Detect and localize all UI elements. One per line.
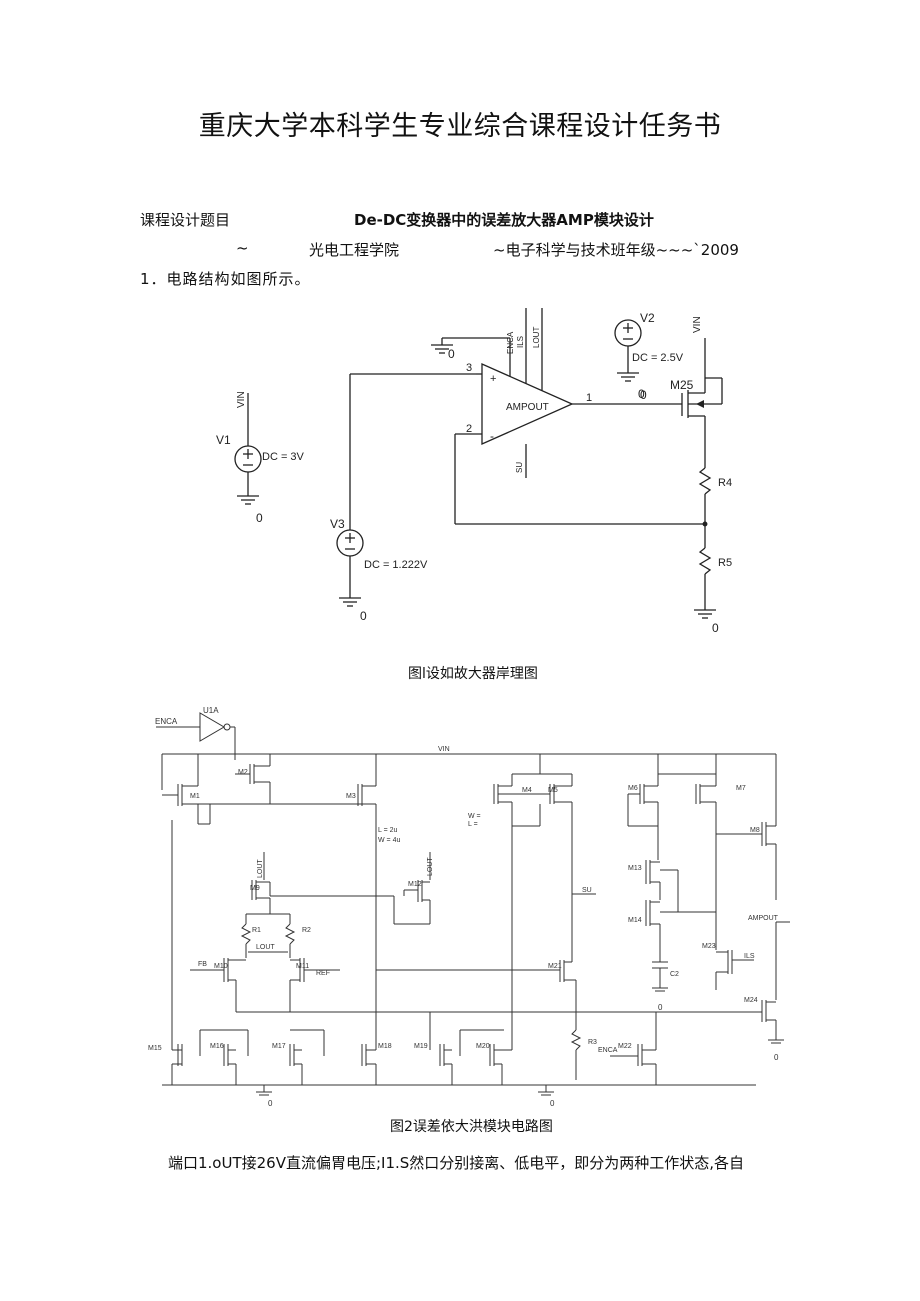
m14-label: M14	[628, 917, 642, 924]
m8-label: M8	[750, 827, 760, 834]
v1-value: DC = 3V	[262, 451, 305, 463]
r5-label: R5	[718, 557, 732, 569]
m4-label: M4	[522, 787, 532, 794]
mid-section: LOUT M9 R1 R2 LOUT FB M10 REF M11 LOUT	[190, 826, 790, 1080]
ground-right-label: 0	[550, 1099, 555, 1108]
amp-pin-lout: LOUT	[532, 327, 541, 348]
ref-label: REF	[316, 970, 330, 977]
r2-label: R2	[302, 927, 311, 934]
m3-label: M3	[346, 793, 356, 800]
v1-source: VIN V1 DC = 3V 0	[216, 391, 305, 525]
u1a-label: U1A	[203, 706, 219, 715]
m19-label: M19	[414, 1043, 428, 1050]
enca-bottom-label: ENCA	[598, 1047, 618, 1054]
v1-vin-label: VIN	[236, 391, 247, 408]
amp-pin-su: SU	[515, 462, 524, 473]
m9-lout-label: LOUT	[257, 859, 264, 878]
m16-label: M16	[210, 1043, 224, 1050]
topic-value: De-DC变换器中的误差放大器AMP模块设计	[354, 211, 654, 229]
document-title: 重庆大学本科学生专业综合课程设计任务书	[198, 111, 722, 142]
figure-2-error-amp-circuit: ENCA U1A VIN M1 M2 M3 L = 2u W = 4u	[148, 706, 790, 1108]
v3-ground-label: 0	[360, 609, 367, 623]
amp-label: AMPOUT	[506, 402, 549, 413]
m12-label: M12	[408, 881, 422, 888]
m17-label: M17	[272, 1043, 286, 1050]
top-ground: 0	[431, 337, 510, 361]
m23-label: M23	[702, 943, 716, 950]
v3-name: V3	[330, 517, 345, 531]
v2-name: V2	[640, 311, 655, 325]
v1-ground-label: 0	[256, 511, 263, 525]
r3-label: R3	[588, 1039, 597, 1046]
v3-source: V3 DC = 1.222V 0	[330, 373, 476, 623]
m4-width: W =	[468, 813, 481, 820]
ils-label: ILS	[744, 953, 755, 960]
amp-pin-ils: ILS	[516, 336, 525, 348]
m20-label: M20	[476, 1043, 490, 1050]
amp-pin2: 2	[466, 423, 472, 435]
bottom-paragraph: 端口1.oUT接26V直流偏胃电压;I1.S然口分别接离、低电平，即分为两种工作…	[168, 1154, 745, 1172]
v2-value: DC = 2.5V	[632, 352, 684, 364]
ground-left-label: 0	[268, 1099, 273, 1108]
m7-label: M7	[736, 785, 746, 792]
college-name: 光电工程学院	[309, 241, 400, 259]
m24-zero-label: 0	[774, 1053, 779, 1062]
bottom-mirrors: M15 M16 M17 M18 M19 M20 ENCA M22 0 0	[148, 1012, 756, 1108]
m3-length: L = 2u	[378, 827, 398, 834]
m25-transistor: VIN M25 0 R4 R5 0	[640, 316, 732, 635]
amp-pin3: 3	[466, 362, 472, 374]
v2-ground-label: 0	[638, 387, 645, 401]
m11-label: M11	[296, 963, 309, 970]
m18-label: M18	[378, 1043, 392, 1050]
vin-rail-label: VIN	[438, 746, 450, 753]
amp-minus-pin: -	[490, 429, 494, 443]
figure-1-caption: 图l设如故大器岸理图	[408, 666, 538, 682]
v1-name: V1	[216, 433, 231, 447]
m25-vin-label: VIN	[692, 316, 703, 333]
m9-label: M9	[250, 885, 260, 892]
m15-label: M15	[148, 1045, 162, 1052]
m24-ground-label: 0	[658, 1003, 663, 1012]
m25-name: M25	[670, 378, 694, 392]
r1-label: R1	[252, 927, 261, 934]
amp-pin-enca: ENCA	[506, 331, 515, 354]
section-1-heading: 1．电路结构如图所示。	[140, 270, 311, 288]
figure-1-error-amp-schematic: VIN V1 DC = 3V 0 V3 DC = 1.222V 0 AMPOUT…	[216, 308, 732, 635]
enca-buffer: ENCA U1A	[155, 706, 236, 760]
topic-label: 课程设计题目	[140, 211, 231, 229]
r4-label: R4	[718, 477, 732, 489]
fb-label: FB	[198, 961, 207, 968]
row2-tilde: ~	[236, 239, 249, 257]
m25-ground-label: 0	[640, 388, 647, 402]
m21-label: M21	[548, 963, 562, 970]
amp-plus-pin: +	[490, 373, 496, 385]
m4-length: L =	[468, 821, 478, 828]
ampout-label: AMPOUT	[748, 915, 779, 922]
bridge-lout-label: LOUT	[256, 944, 275, 951]
figure-2-caption: 图2误差依大洪模块电路图	[390, 1119, 553, 1135]
major-grade: ~电子科学与技术班年级~~~`2009	[493, 241, 739, 259]
amp-block: AMPOUT + - 3 2 1 ENCA ILS LOUT SU	[454, 308, 705, 525]
m3-width: W = 4u	[378, 837, 400, 844]
m6-label: M6	[628, 785, 638, 792]
m24-label: M24	[744, 997, 758, 1004]
top-ground-label: 0	[448, 347, 455, 361]
v3-value: DC = 1.222V	[364, 559, 428, 571]
enca-input-label: ENCA	[155, 717, 178, 726]
m2-label: M2	[238, 769, 248, 776]
r5-ground-label: 0	[712, 621, 719, 635]
v2-source: V2 DC = 2.5V 0	[614, 311, 684, 401]
c2-label: C2	[670, 971, 679, 978]
pmos-row: M1 M2 M3 L = 2u W = 4u M4 M5 W = L =	[162, 754, 777, 1050]
m10-label: M10	[214, 963, 228, 970]
m22-label: M22	[618, 1043, 632, 1050]
su-label: SU	[582, 887, 592, 894]
m1-label: M1	[190, 793, 200, 800]
m13-label: M13	[628, 865, 642, 872]
m5-label: M5	[548, 787, 558, 794]
amp-pin1: 1	[586, 392, 592, 404]
